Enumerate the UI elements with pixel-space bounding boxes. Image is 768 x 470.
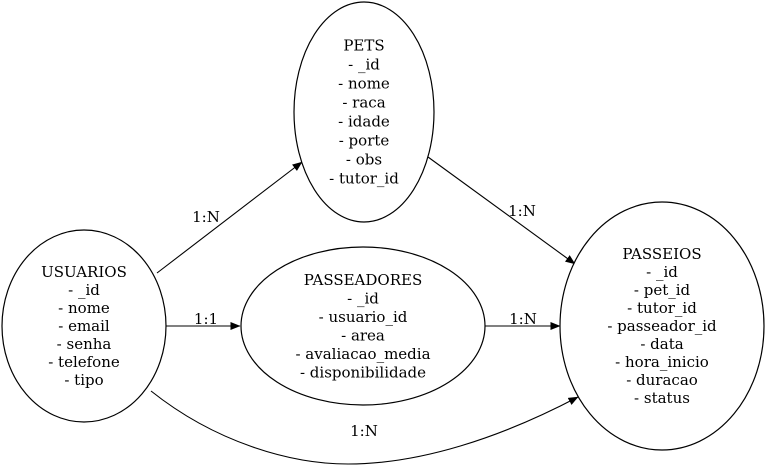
node-usuarios-field: - tipo (64, 371, 103, 389)
node-passeios: PASSEIOS- _id- pet_id- tutor_id- passead… (559, 201, 765, 451)
node-usuarios-ellipse (1, 229, 167, 423)
edge-label-usuarios-pets: 1:N (192, 208, 220, 226)
node-passeadores-field: - area (341, 326, 385, 344)
node-pets: PETS- _id- nome- raca- idade- porte- obs… (293, 1, 435, 223)
node-pets-field: - nome (338, 75, 390, 93)
node-pets-field: - tutor_id (329, 170, 399, 188)
edge-pets-passeios (427, 156, 576, 265)
node-usuarios-field: - email (58, 317, 110, 335)
node-passeadores: PASSEADORES- _id- usuario_id- area- aval… (240, 246, 486, 406)
node-usuarios-field: - senha (57, 335, 112, 353)
node-passeios-field: - pet_id (634, 281, 691, 299)
node-passeadores-field: - usuario_id (319, 308, 408, 326)
edge-usuarios-passeios (150, 390, 579, 465)
node-usuarios-field: - nome (58, 299, 110, 317)
node-passeios-field: - _id (646, 263, 678, 281)
edge-label-pets-passeios: 1:N (508, 202, 536, 220)
node-passeios-field: - passeador_id (607, 317, 717, 335)
node-passeadores-title: PASSEADORES (304, 271, 422, 289)
node-usuarios: USUARIOS- _id- nome- email- senha- telef… (1, 229, 167, 423)
node-pets-field: - porte (339, 132, 390, 150)
edge-label-passeadores-passeios: 1:N (509, 310, 537, 328)
node-pets-field: - _id (348, 56, 380, 74)
node-passeios-field: - tutor_id (627, 299, 697, 317)
node-usuarios-field: - telefone (48, 353, 120, 371)
node-passeios-field: - duracao (626, 371, 698, 389)
node-usuarios-title: USUARIOS (41, 263, 127, 281)
node-passeadores-field: - disponibilidade (300, 363, 426, 381)
edge-label-usuarios-passeios: 1:N (350, 422, 378, 440)
node-pets-field: - obs (346, 151, 382, 169)
node-passeadores-field: - _id (347, 289, 379, 307)
node-pets-field: - idade (338, 113, 390, 131)
node-passeios-field: - hora_inicio (615, 353, 709, 371)
node-passeios-ellipse (559, 201, 765, 451)
edge-label-usuarios-passeadores: 1:1 (194, 310, 218, 328)
node-passeios-field: - data (640, 335, 683, 353)
node-pets-ellipse (293, 1, 435, 223)
node-passeios-title: PASSEIOS (622, 245, 701, 263)
node-pets-title: PETS (343, 37, 384, 55)
edge-usuarios-pets (156, 161, 303, 274)
node-pets-field: - raca (342, 94, 385, 112)
node-passeios-field: - status (634, 389, 690, 407)
node-usuarios-field: - _id (68, 281, 100, 299)
node-passeadores-ellipse (240, 246, 486, 406)
node-passeadores-field: - avaliacao_media (295, 345, 430, 363)
